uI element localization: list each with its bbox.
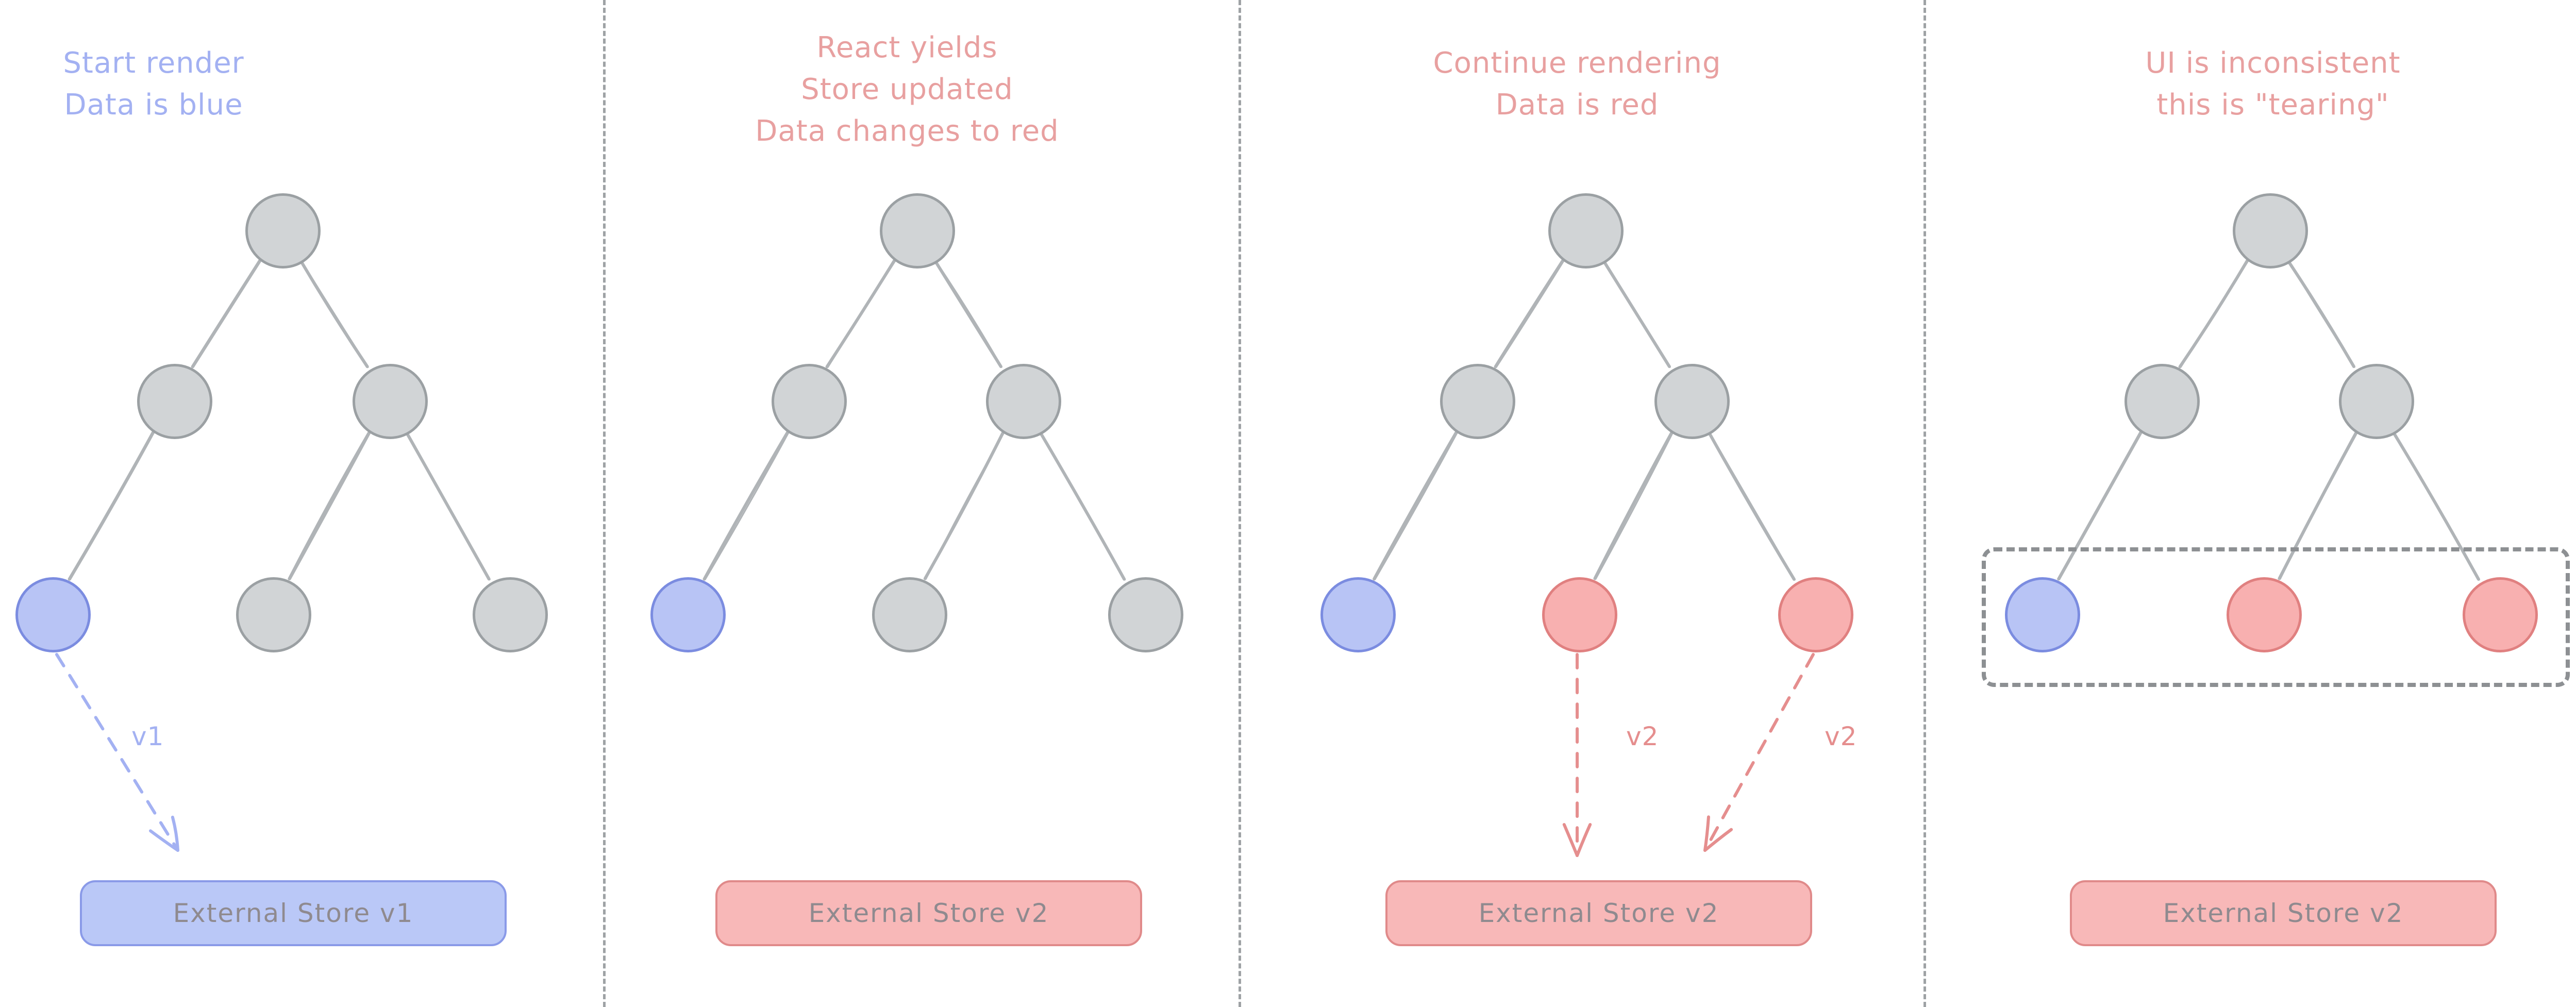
- panel-3-arrow-1-version-label: v2: [1626, 721, 1659, 751]
- panel-3-node-root-gray: [1548, 193, 1624, 268]
- panel-1-node-leaf2-gray: [236, 577, 311, 652]
- panel-1-node-root-gray: [245, 193, 321, 268]
- panel-4-node-leaf1-blue: [2005, 577, 2080, 652]
- panel-1-external-store-box: External Store v1: [80, 880, 507, 946]
- panel-1-arrow-1-version-label: v1: [131, 721, 164, 751]
- panel-divider-1: [603, 0, 606, 1007]
- panel-3-caption: Continue rendering Data is red: [1433, 42, 1721, 126]
- panel-1-node-leaf3-gray: [473, 577, 548, 652]
- panel-4-node-root-gray: [2233, 193, 2308, 268]
- panel-2-external-store-label: External Store v2: [809, 898, 1049, 928]
- panel-4-caption: UI is inconsistent this is "tearing": [2134, 42, 2412, 126]
- panel-4-node-leaf3-red: [2463, 577, 2538, 652]
- panel-2-node-left-gray: [772, 364, 847, 439]
- panel-3-external-store-label: External Store v2: [1479, 898, 1719, 928]
- panel-1-external-store-label: External Store v1: [173, 898, 414, 928]
- panel-3-node-leaf1-blue: [1320, 577, 1396, 652]
- panel-4-node-left-gray: [2125, 364, 2200, 439]
- panel-4-external-store-label: External Store v2: [2163, 898, 2404, 928]
- panel-2-node-right-gray: [986, 364, 1061, 439]
- panel-2-node-leaf1-blue: [650, 577, 726, 652]
- panel-2-external-store-box: External Store v2: [715, 880, 1142, 946]
- panel-1-node-left-gray: [137, 364, 212, 439]
- panel-1-node-right-gray: [353, 364, 428, 439]
- panel-divider-3: [1923, 0, 1926, 1007]
- panel-3-node-right-gray: [1654, 364, 1730, 439]
- panel-1-caption: Start render Data is blue: [56, 42, 252, 126]
- panel-4-node-leaf2-red: [2227, 577, 2302, 652]
- panel-2-node-leaf2-gray: [872, 577, 947, 652]
- panel-4-external-store-box: External Store v2: [2070, 880, 2497, 946]
- panel-2-node-root-gray: [880, 193, 955, 268]
- panel-3-arrow-2-version-label: v2: [1825, 721, 1857, 751]
- panel-3-node-left-gray: [1440, 364, 1515, 439]
- panel-2-caption: React yields Store updated Data changes …: [752, 27, 1062, 153]
- panel-divider-2: [1239, 0, 1241, 1007]
- panel-1-node-leaf1-blue: [15, 577, 91, 652]
- panel-3-node-leaf3-red: [1778, 577, 1853, 652]
- panel-4-node-right-gray: [2339, 364, 2414, 439]
- panel-2-node-leaf3-gray: [1108, 577, 1183, 652]
- panel-3-external-store-box: External Store v2: [1385, 880, 1812, 946]
- panel-3-node-leaf2-red: [1542, 577, 1617, 652]
